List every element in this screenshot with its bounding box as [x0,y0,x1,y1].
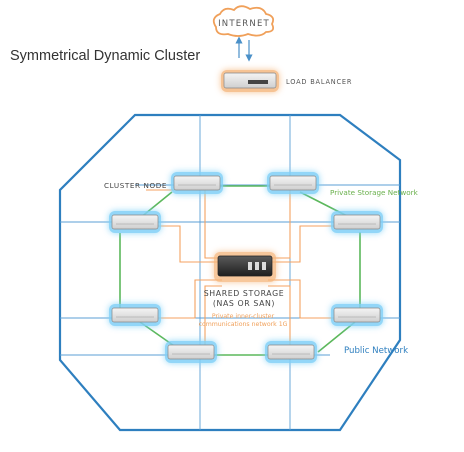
cluster-node-bottom-right [265,341,317,363]
cluster-node-top-left [171,172,223,194]
private-inner-network-links [135,189,352,353]
private-inner-network-sublabel: communications network 1G [199,321,288,328]
server-icon [173,175,221,191]
cluster-node-left-lower [109,304,161,326]
internet-label: INTERNET [218,19,270,29]
server-icon [269,175,317,191]
private-inner-network-label: Private inner-cluster [212,313,275,320]
cluster-node-right-upper [331,211,383,233]
cluster-node-right-lower [331,304,383,326]
cluster-node-bottom-left [165,341,217,363]
cloud-icon [212,5,275,37]
server-icon [333,307,381,323]
public-network-label: Public Network [344,346,408,356]
diagram-title: Symmetrical Dynamic Cluster [10,48,201,64]
cluster-node-left-upper [109,211,161,233]
load-balancer-label: LOAD BALANCER [286,78,352,86]
shared-storage-sublabel: (NAS OR SAN) [213,299,275,308]
shared-storage-label: SHARED STORAGE [204,289,285,298]
cluster-nodes [109,172,383,363]
storage-array-icon [217,255,273,277]
server-icon [267,344,315,360]
cluster-node-label: CLUSTER NODE [104,181,167,190]
internet-link-arrows [235,36,253,62]
server-icon [111,307,159,323]
internet-cloud: INTERNET [212,5,275,37]
server-icon [111,214,159,230]
private-storage-network-label: Private Storage Network [330,188,419,197]
cluster-node-top-right [267,172,319,194]
server-icon [167,344,215,360]
octagon-outline [58,113,402,432]
load-balancer-device: LOAD BALANCER [221,70,352,92]
server-icon [333,214,381,230]
shared-storage-device [214,252,276,282]
